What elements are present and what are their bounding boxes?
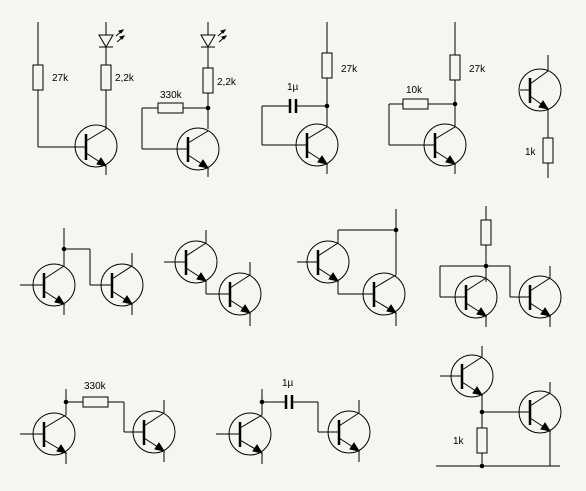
circuit-7-darlington-like [164, 230, 262, 326]
led-diode [98, 34, 114, 48]
label-c12-r1: 1k [453, 436, 465, 447]
label-c10-r1: 330k [84, 381, 107, 392]
transistor-npn [358, 272, 406, 316]
circuit-12-compound-pair [436, 346, 562, 469]
label-c2-r2: 2,2k [217, 77, 237, 88]
led-diode [200, 34, 216, 48]
transistor-npn [518, 390, 562, 434]
circuit-1-led-driver [32, 22, 126, 175]
transistor-npn [518, 275, 562, 319]
transistor-npn [228, 412, 272, 456]
transistor-npn [176, 127, 220, 177]
circuit-2-collector-feedback [141, 22, 228, 177]
transistor-npn [454, 275, 498, 319]
transistor-npn [295, 123, 339, 174]
transistor-npn [132, 410, 176, 454]
transistor-npn [32, 412, 76, 456]
circuit-8-darlington [297, 209, 406, 326]
label-c1-r2: 2,2k [115, 73, 135, 84]
circuit-6-two-transistors [20, 228, 144, 315]
circuit-4-resistor-feedback [388, 22, 467, 174]
circuit-9-current-mirror [439, 206, 562, 327]
circuit-11-capacitor-coupled [216, 389, 371, 464]
transistor-npn [174, 240, 218, 284]
transistor-npn [518, 68, 562, 112]
transistor-npn [327, 410, 371, 454]
label-c11-c1: 1µ [282, 378, 294, 389]
label-c4-r1: 10k [406, 85, 423, 96]
label-c1-r1: 27k [52, 73, 69, 84]
transistor-npn [74, 124, 118, 175]
circuit-5-emitter-follower [518, 55, 562, 178]
circuit-10-resistor-coupled [20, 389, 176, 464]
transistor-npn [218, 272, 262, 316]
circuit-3-capacitor-feedback [261, 22, 339, 174]
label-c2-r1: 330k [160, 90, 183, 101]
label-c3-c1: 1µ [287, 82, 299, 93]
transistor-npn [423, 123, 467, 174]
label-c5-r1: 1k [525, 147, 537, 158]
transistor-npn [100, 263, 144, 307]
transistor-npn [32, 263, 76, 307]
label-c4-r2: 27k [469, 64, 486, 75]
transistor-npn [450, 354, 494, 398]
transistor-npn [306, 240, 350, 284]
label-c3-r1: 27k [341, 64, 358, 75]
